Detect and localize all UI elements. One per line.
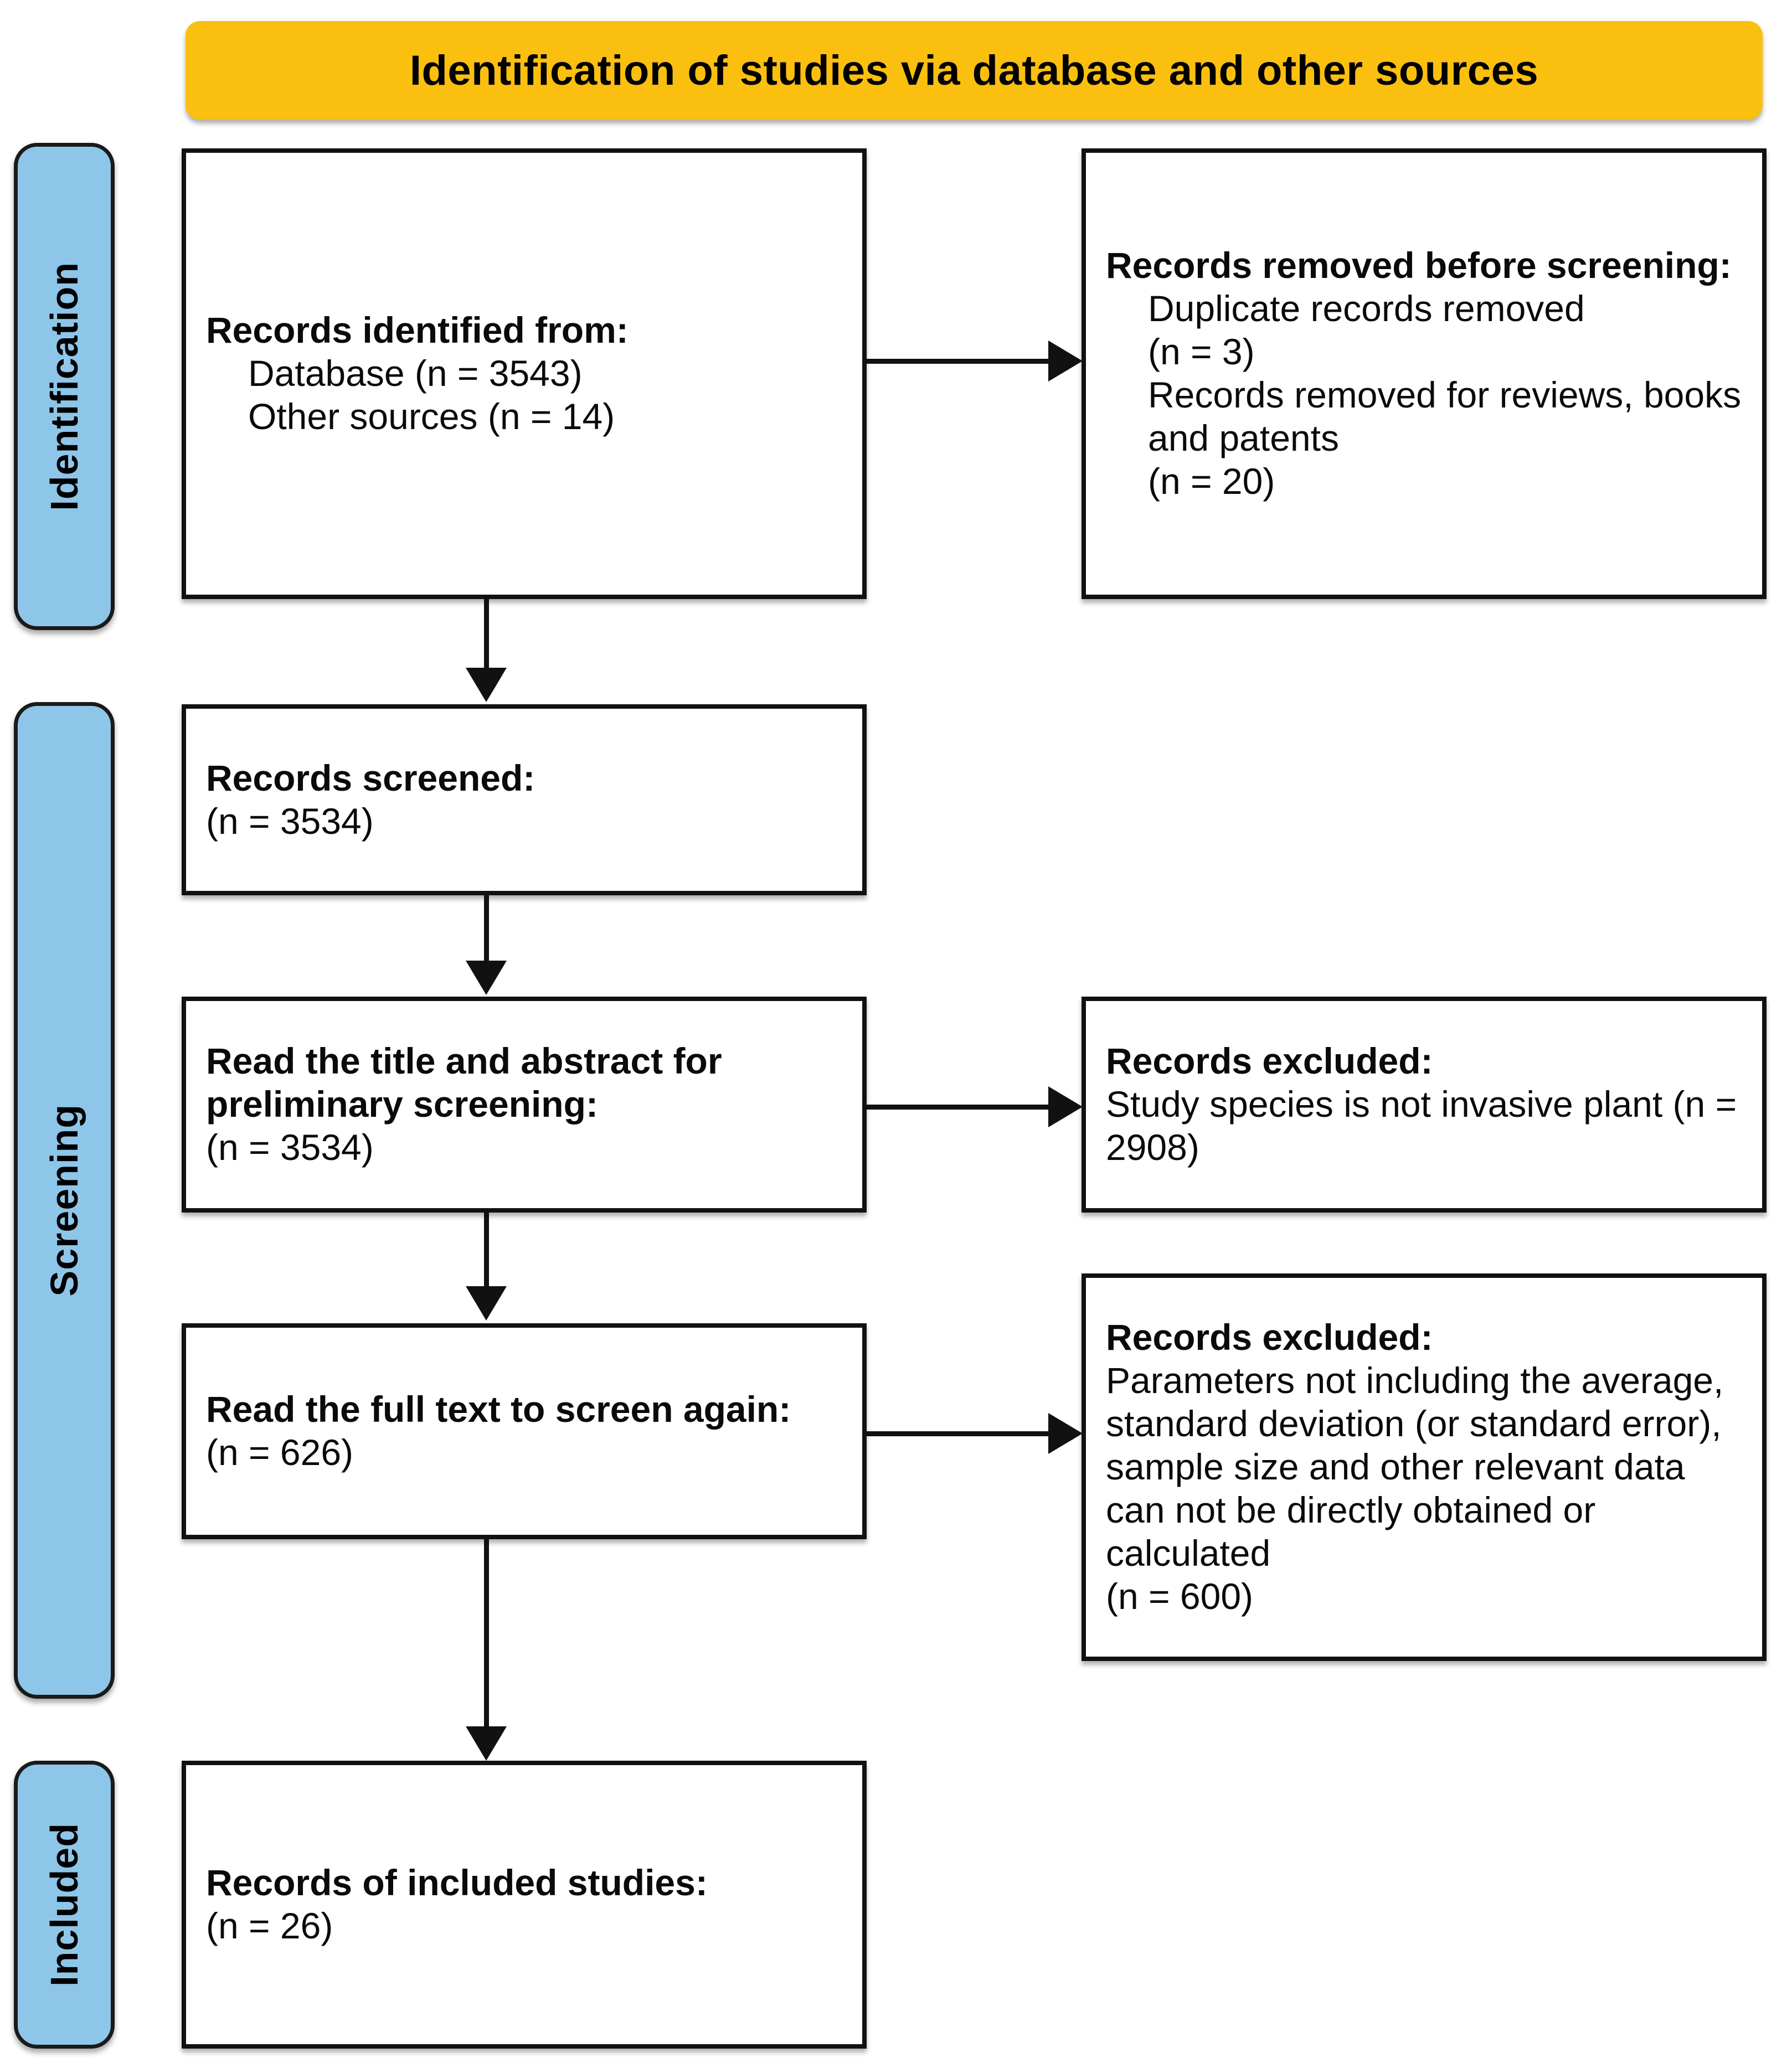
records-excluded-parameters-heading: Records excluded: [1106, 1317, 1433, 1358]
records-screened-heading: Records screened: [206, 757, 535, 798]
connector-title-abstract-to-full-text [484, 1213, 489, 1287]
box-read-full-text: Read the full text to screen again: (n =… [182, 1323, 867, 1539]
arrow-down-icon [466, 961, 507, 995]
records-included-count: (n = 26) [206, 1905, 333, 1946]
arrow-down-icon [466, 1726, 507, 1761]
arrow-down-icon [466, 1286, 507, 1321]
box-records-excluded-species: Records excluded: Study species is not i… [1082, 997, 1767, 1213]
read-full-text-heading: Read the full text to screen again: [206, 1389, 791, 1430]
arrow-right-icon [1048, 341, 1083, 381]
connector-title-abstract-to-excluded-species [867, 1105, 1049, 1110]
stage-label-screening: Screening [14, 702, 115, 1699]
records-included-heading: Records of included studies: [206, 1862, 708, 1904]
banner-title: Identification of studies via database a… [409, 47, 1539, 94]
records-screened-count: (n = 3534) [206, 800, 374, 842]
stage-screening-text: Screening [43, 1104, 86, 1297]
stage-identification-text: Identification [43, 262, 86, 511]
read-full-text-count: (n = 626) [206, 1432, 353, 1473]
box-records-removed-before-screening: Records removed before screening: Duplic… [1082, 148, 1767, 599]
arrow-right-icon [1048, 1086, 1083, 1127]
records-removed-reviews-count: (n = 20) [1148, 460, 1275, 502]
connector-screened-to-title-abstract [484, 895, 489, 962]
records-identified-database: Database (n = 3543) [248, 353, 583, 394]
connector-full-text-to-excluded-parameters [867, 1431, 1049, 1436]
box-records-screened: Records screened: (n = 3534) [182, 704, 867, 895]
read-title-abstract-count: (n = 3534) [206, 1126, 374, 1168]
stage-label-identification: Identification [14, 143, 115, 630]
records-identified-heading: Records identified from: [206, 310, 629, 351]
records-excluded-species-reason: Study species is not invasive plant (n =… [1106, 1084, 1747, 1168]
stage-label-included: Included [14, 1761, 115, 2049]
connector-full-text-to-included [484, 1539, 489, 1727]
records-removed-heading: Records removed before screening: [1106, 245, 1732, 286]
box-read-title-abstract: Read the title and abstract for prelimin… [182, 997, 867, 1213]
records-excluded-parameters-count: (n = 600) [1106, 1575, 1253, 1617]
connector-identified-to-screened [484, 599, 489, 670]
records-removed-reviews: Records removed for reviews, books and p… [1148, 374, 1752, 458]
connector-identified-to-removed [867, 359, 1049, 364]
box-records-excluded-parameters: Records excluded: Parameters not includi… [1082, 1273, 1767, 1661]
read-title-abstract-heading: Read the title and abstract for prelimin… [206, 1040, 732, 1125]
diagram-banner: Identification of studies via database a… [186, 21, 1763, 120]
records-excluded-parameters-reason: Parameters not including the average, st… [1106, 1360, 1734, 1574]
box-records-included-studies: Records of included studies: (n = 26) [182, 1761, 867, 2049]
arrow-down-icon [466, 668, 507, 702]
records-removed-duplicates: Duplicate records removed [1148, 288, 1585, 329]
box-records-identified: Records identified from: Database (n = 3… [182, 148, 867, 599]
records-removed-duplicates-count: (n = 3) [1148, 331, 1255, 373]
stage-included-text: Included [43, 1823, 86, 1987]
records-excluded-species-heading: Records excluded: [1106, 1040, 1433, 1082]
records-identified-other-sources: Other sources (n = 14) [248, 395, 615, 437]
arrow-right-icon [1048, 1413, 1083, 1454]
